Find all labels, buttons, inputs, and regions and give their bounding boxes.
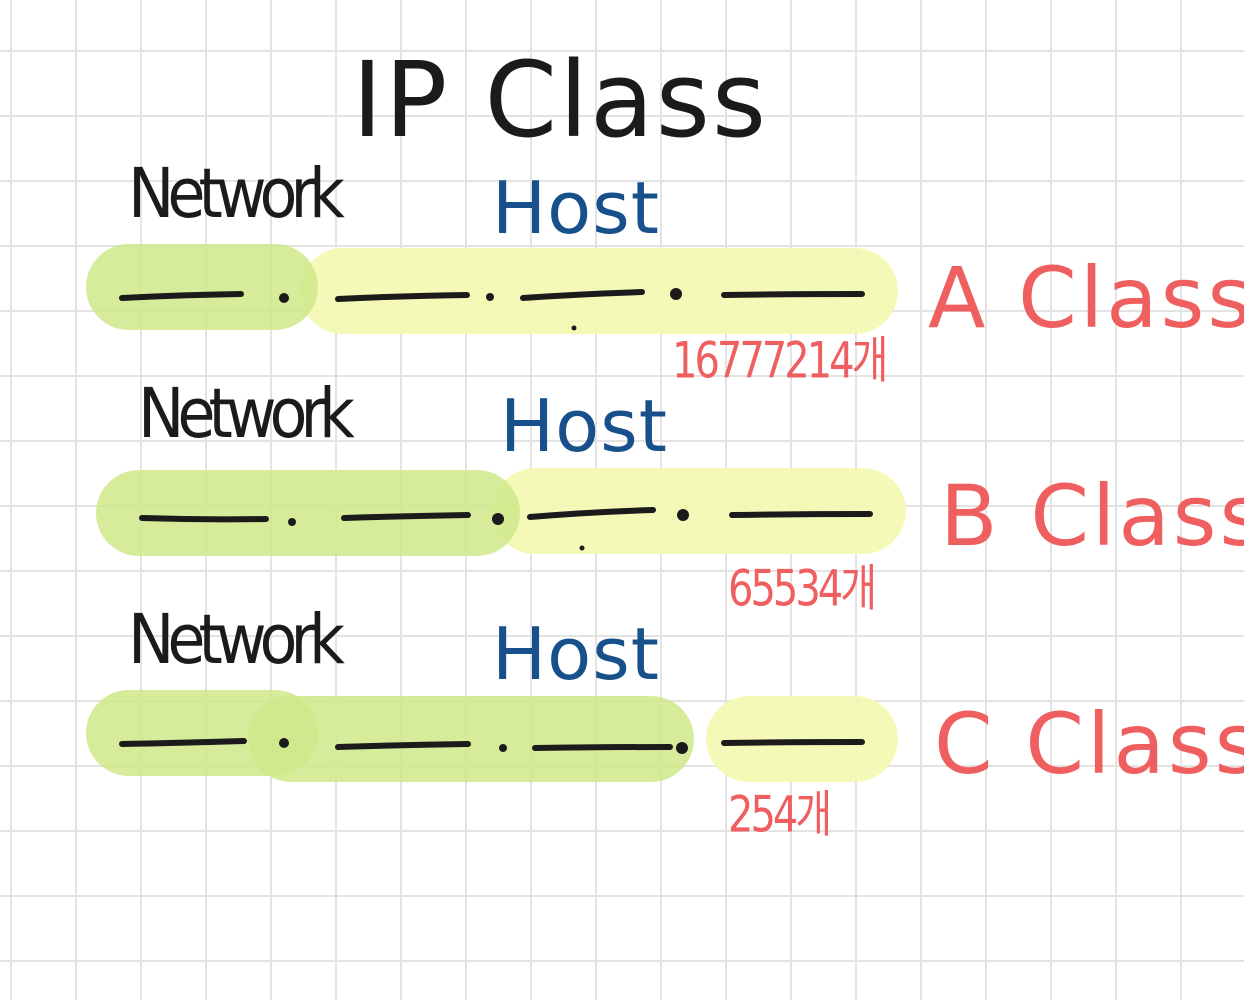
octet-blank (532, 744, 673, 751)
c-class-address (86, 690, 898, 782)
diagram-title: IP Class (352, 39, 769, 161)
stray-dot (579, 545, 585, 551)
a-class-address (86, 244, 898, 334)
network-label: Network (138, 373, 355, 454)
octet-dot (288, 518, 296, 526)
octet-blank (527, 507, 656, 520)
octet-dot (492, 513, 504, 525)
network-label: Network (128, 153, 345, 234)
octet-dot (499, 744, 507, 752)
host-count: 254개 (728, 786, 832, 844)
octet-dot (676, 742, 688, 754)
a-class-network-highlight (86, 244, 318, 330)
host-label: Host (500, 384, 668, 468)
class-label: B Class (940, 467, 1244, 565)
octet-blank (139, 515, 269, 523)
octet-dot (279, 738, 289, 748)
host-count: 65534개 (728, 560, 877, 618)
octet-dot (677, 509, 689, 521)
host-count: 16777214개 (672, 332, 888, 390)
octet-dot (670, 288, 682, 300)
class-label: C Class (934, 695, 1244, 793)
octet-dot (279, 293, 289, 303)
class-label: A Class (928, 249, 1244, 347)
octet-blank (721, 291, 865, 298)
b-class-host-highlight (492, 468, 906, 554)
octet-blank (335, 292, 470, 302)
c-class-network-highlight (248, 696, 694, 782)
octet-blank (119, 738, 247, 747)
host-label: Host (492, 166, 660, 250)
network-label: Network (128, 599, 345, 680)
b-class-address (96, 468, 906, 556)
octet-blank (335, 741, 471, 750)
c-class-host-highlight (706, 696, 898, 782)
octet-blank (520, 289, 645, 301)
octet-blank (729, 511, 873, 518)
stray-dot (571, 325, 577, 331)
octet-dot (486, 293, 494, 301)
octet-blank (721, 739, 865, 746)
octet-blank (341, 512, 471, 521)
octet-blank (119, 291, 244, 301)
host-label: Host (492, 612, 660, 696)
b-class-network-highlight (96, 470, 520, 556)
